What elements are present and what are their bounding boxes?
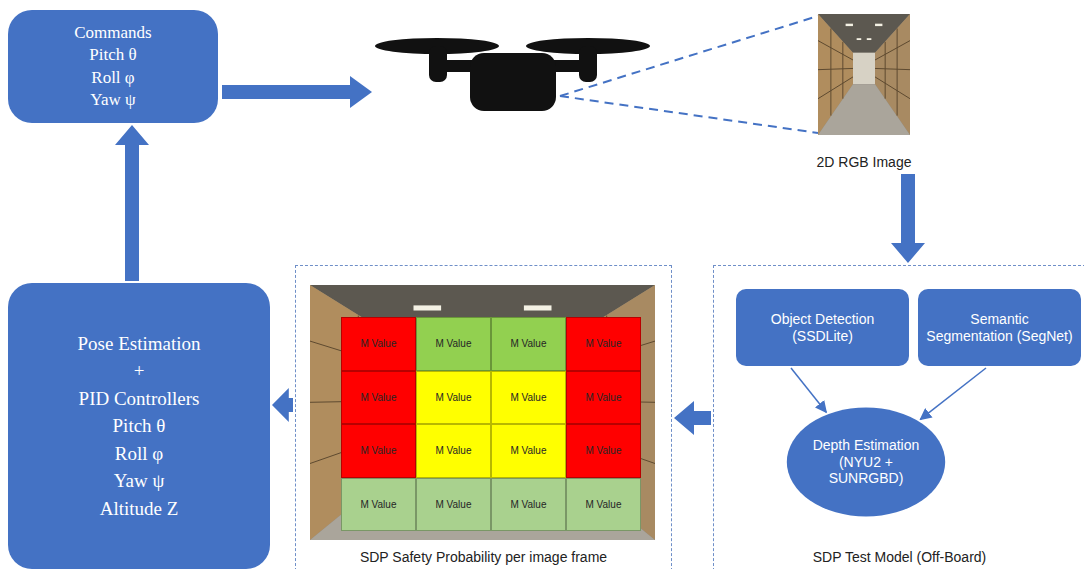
node-text: Object Detection (SSDLite) [744,311,901,345]
controller-box: Pose Estimation+PID ControllersPitch θRo… [8,283,270,569]
view-line [560,16,818,96]
node-text: Altitude Z [100,495,179,523]
probability-cell: M Value [566,424,641,478]
flow-arrow [891,174,925,263]
data-arrow [791,368,826,412]
camera-photo [818,14,910,135]
node-text: M Value [436,338,472,349]
node-text: M Value [361,499,397,510]
process-ellipse: Depth Estimation (NYU2 + SUNRGBD) [786,407,946,517]
node-text: M Value [511,338,547,349]
flow-arrow [674,401,711,435]
node-text: 2D RGB Image [817,154,912,170]
node-text: Yaw ψ [90,89,135,111]
node-text: Pitch θ [113,412,166,440]
node-text: Yaw ψ [114,467,165,495]
node-text: + [134,357,145,385]
ellipse-shape [787,408,945,517]
probability-cell: M Value [341,317,416,371]
node-text: M Value [436,392,472,403]
node-text: SDP Safety Probability per image frame [360,549,607,565]
node-text: SDP Test Model (Off-Board) [813,549,987,565]
command-box: CommandsPitch θRoll φYaw ψ [8,10,218,123]
command-arrow [222,76,372,108]
probability-cell: M Value [491,424,566,478]
drone-silhouette [375,38,650,111]
node-text: Commands [74,22,151,44]
node-text: M Value [586,445,622,456]
node-text: M Value [586,338,622,349]
node-text: Depth Estimation (NYU2 + SUNRGBD) [808,437,924,487]
probability-cell: M Value [566,317,641,371]
process-box: Semantic Segmentation (SegNet) [918,289,1081,366]
node-text: M Value [586,392,622,403]
node-text: M Value [511,499,547,510]
camera-image: 2D RGB Image [806,12,922,172]
node-text: M Value [361,445,397,456]
flow-arrow [115,125,149,281]
drone-body [470,53,556,111]
probability-cell: M Value [491,371,566,425]
probability-cell: M Value [416,478,491,532]
safety-panel: SDP Safety Probability per image frame M … [295,265,672,569]
process-box: Object Detection (SSDLite) [736,289,909,366]
node-text: Semantic Segmentation (SegNet) [926,311,1073,345]
node-text: M Value [436,499,472,510]
view-line [560,96,818,133]
node-text: M Value [511,445,547,456]
data-arrow [920,368,986,419]
probability-cell: M Value [416,317,491,371]
probability-cell: M Value [566,371,641,425]
probability-cell: M Value [566,478,641,532]
probability-cell: M Value [491,478,566,532]
node-text: M Value [361,392,397,403]
probability-cell: M Value [341,371,416,425]
probability-cell: M Value [341,424,416,478]
camera-view-lines [560,16,818,133]
node-text: Pitch θ [89,44,136,66]
probability-cell: M Value [341,478,416,532]
node-text: Roll φ [91,67,134,89]
flow-arrow [272,388,293,422]
node-text: M Value [511,392,547,403]
node-text: M Value [436,445,472,456]
node-text: PID Controllers [79,385,200,413]
node-text: M Value [361,338,397,349]
probability-cell: M Value [416,424,491,478]
frame-photo [310,285,655,540]
model-panel: SDP Test Model (Off-Board) Object Detecti… [713,265,1084,569]
node-text: M Value [586,499,622,510]
node-text: Roll φ [115,440,163,468]
probability-cell: M Value [491,317,566,371]
node-text: Pose Estimation [78,330,201,358]
probability-cell: M Value [416,371,491,425]
